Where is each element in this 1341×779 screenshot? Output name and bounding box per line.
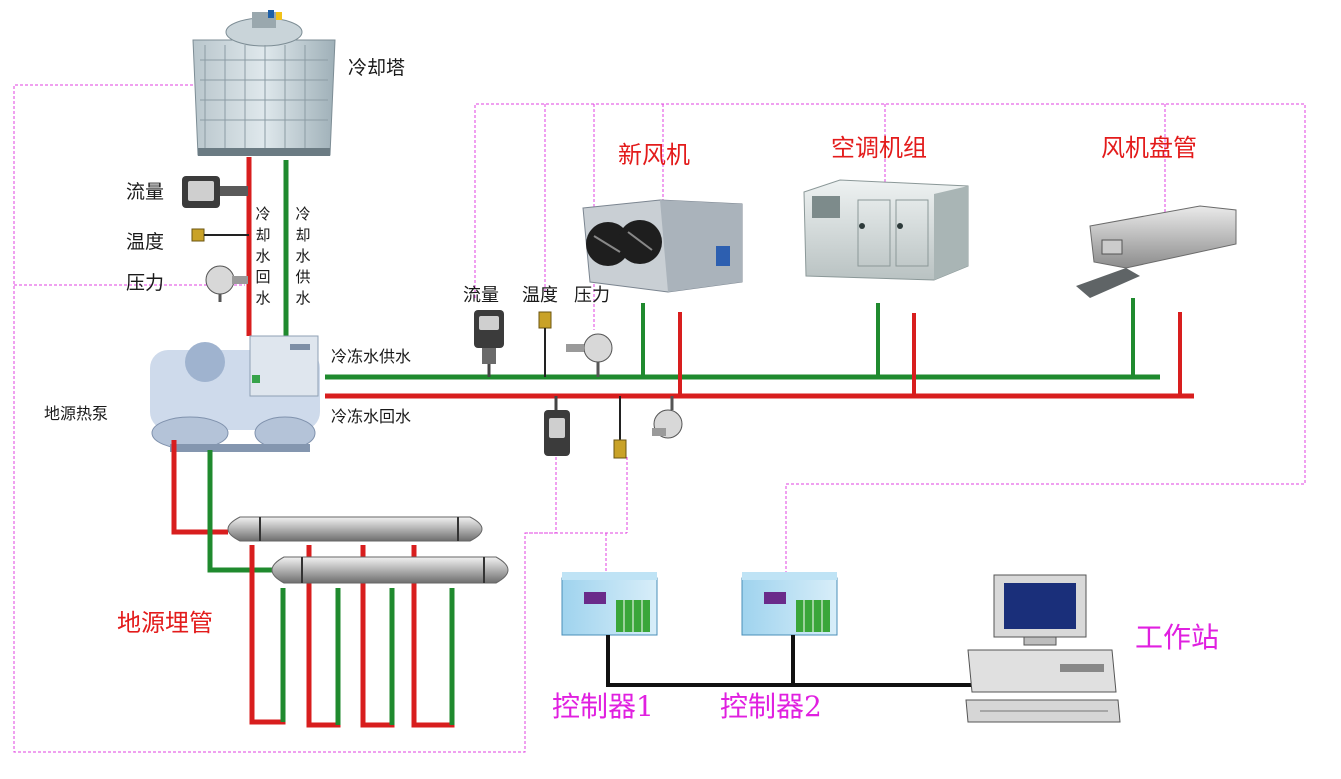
ahu-icon <box>803 179 969 281</box>
fresh-air-unit-label: 新风机 <box>618 141 690 169</box>
cooling-tower-label: 冷却塔 <box>348 57 406 79</box>
ground-loop-pipes <box>171 440 455 728</box>
fan-coil-icon <box>1076 205 1237 298</box>
flow-label-mid: 流量 <box>463 285 499 306</box>
chilled-branches <box>641 298 1182 396</box>
workstation-label: 工作站 <box>1135 621 1220 654</box>
flow-meter-return-icon <box>544 396 570 456</box>
ground-pipes-label: 地源埋管 <box>117 609 213 637</box>
cooling-supply-label: 冷却水供水 <box>295 205 311 307</box>
heat-pump-icon <box>150 335 320 452</box>
pressure-sensor-return-icon <box>652 396 683 439</box>
pressure-label-mid: 压力 <box>574 285 610 306</box>
heat-pump-label: 地源热泵 <box>44 404 109 423</box>
fan-coil-label: 风机盘管 <box>1101 134 1197 162</box>
controller1-label: 控制器1 <box>552 690 654 723</box>
ahu-label: 空调机组 <box>831 134 927 162</box>
flow-meter-supply-icon <box>474 310 504 377</box>
chilled-supply-label: 冷冻水供水 <box>331 347 412 366</box>
temperature-label-mid: 温度 <box>522 285 558 306</box>
bus-line <box>606 635 974 687</box>
flow-meter-left-icon <box>182 176 248 208</box>
header-tank-upper-icon <box>227 516 483 542</box>
temperature-label-left: 温度 <box>126 231 165 253</box>
temperature-sensor-left-icon <box>191 228 249 242</box>
signal-line-top-loop <box>474 103 1306 573</box>
pressure-label-left: 压力 <box>126 272 165 294</box>
fresh-air-unit-icon <box>582 199 743 293</box>
flow-label-left: 流量 <box>126 181 165 203</box>
controller2-label: 控制器2 <box>720 690 822 723</box>
temperature-sensor-supply-icon <box>538 311 552 377</box>
pressure-sensor-left-icon <box>205 265 248 302</box>
pressure-sensor-supply-icon <box>566 333 613 377</box>
workstation-icon <box>965 574 1121 723</box>
controller1-icon <box>561 572 658 636</box>
chilled-return-label: 冷冻水回水 <box>331 407 412 426</box>
cooling-return-label: 冷却水回水 <box>255 205 271 307</box>
header-tank-lower-icon <box>271 556 509 584</box>
controller2-icon <box>741 572 838 636</box>
cooling-tower-icon <box>192 10 336 156</box>
temperature-sensor-return-icon <box>613 396 627 459</box>
